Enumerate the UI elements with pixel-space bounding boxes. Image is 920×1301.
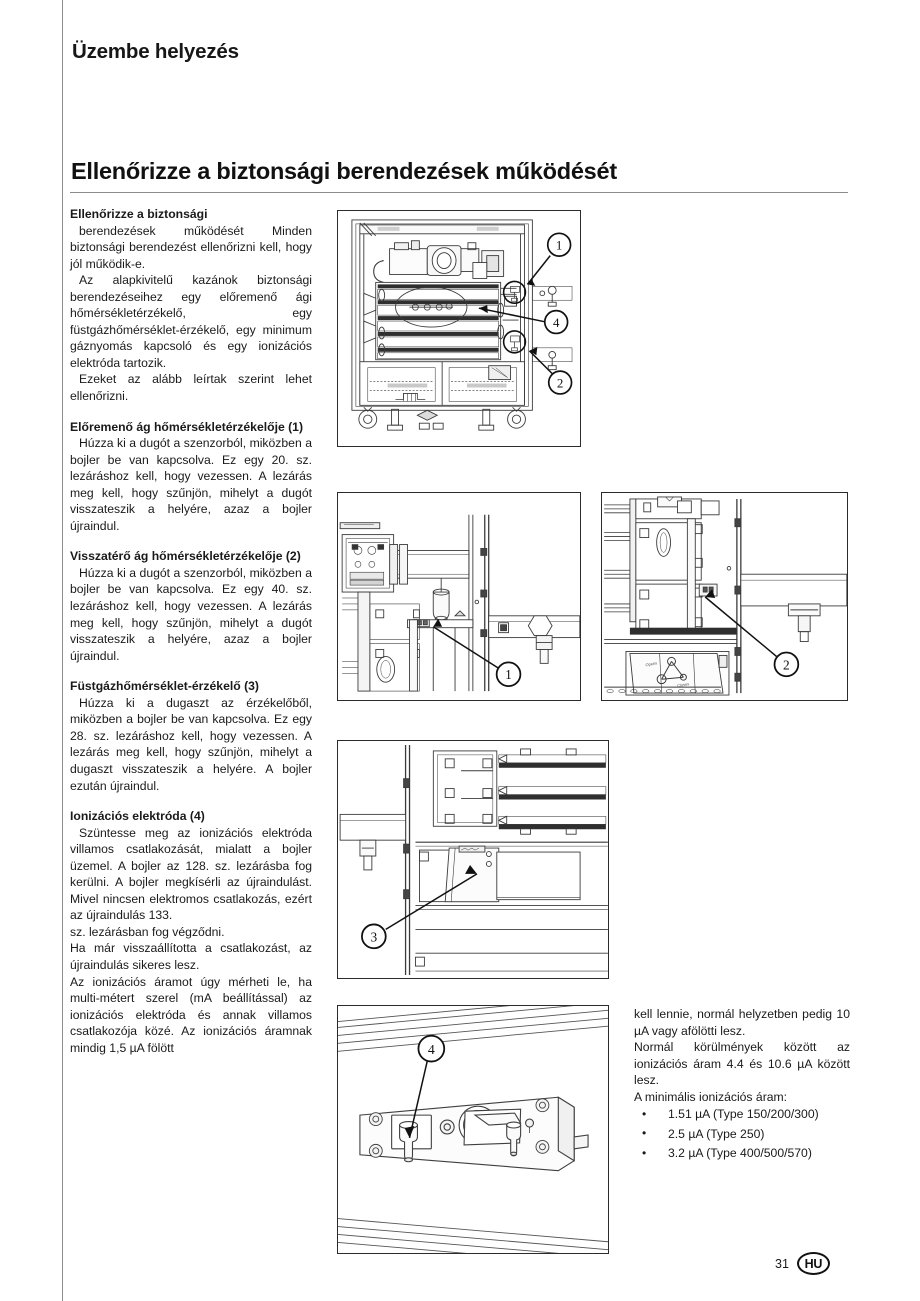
figure-return-temperature-sensor-detail: Opens Closes	[601, 492, 848, 701]
list-item: 2.5 µA (Type 250)	[634, 1124, 850, 1145]
figure-ionisation-electrode-detail: 4	[337, 1005, 609, 1254]
paragraph: Húzza ki a dugaszt az érzékelőből, miköz…	[70, 695, 312, 793]
svg-text:Opens: Opens	[645, 660, 657, 667]
figure-flue-gas-temperature-sensor-detail: 3	[337, 740, 609, 979]
callout-1: 1	[556, 239, 562, 253]
running-head: Üzembe helyezés	[72, 40, 239, 63]
paragraph: sz. lezárásban fog végződni.	[70, 924, 225, 939]
section-heading-return-sensor: Visszatérő ág hőmérsékletérzékelője (2)	[70, 549, 301, 564]
page-footer: 31 HU	[775, 1252, 830, 1275]
left-margin-rule	[62, 0, 64, 1301]
callout-4: 4	[428, 1043, 435, 1058]
callout-4: 4	[553, 316, 560, 330]
paragraph: Szüntesse meg az ionizációs elektróda vi…	[70, 825, 312, 923]
figure-flow-temperature-sensor-detail: 1	[337, 492, 581, 701]
right-text-column: kell lennie, normál helyzetben pedig 10 …	[634, 1006, 850, 1164]
page-title: Ellenőrizze a biztonsági berendezések mű…	[71, 158, 617, 184]
paragraph: Normál körülmények között az ionizációs …	[634, 1040, 850, 1088]
section-heading-flow-sensor: Előremenő ág hőmérsékletérzékelője (1)	[70, 419, 304, 434]
section-heading-ionisation: Ionizációs elektróda (4)	[70, 809, 205, 824]
list-item: 3.2 µA (Type 400/500/570)	[634, 1144, 850, 1164]
list-item: 1.51 µA (Type 150/200/300)	[634, 1105, 850, 1125]
paragraph: kell lennie, normál helyzetben pedig 10 …	[634, 1007, 850, 1038]
callout-2: 2	[783, 657, 790, 672]
section-heading-intro: Ellenőrizze a biztonsági	[70, 207, 208, 221]
ionisation-current-list: 1.51 µA (Type 150/200/300) 2.5 µA (Type …	[634, 1105, 850, 1164]
paragraph: berendezések működését Minden biztonsági…	[70, 223, 312, 271]
svg-text:Closes: Closes	[677, 681, 690, 688]
paragraph: Az ionizációs áramot úgy mérheti le, ha …	[70, 974, 312, 1055]
paragraph: Ezeket az alább leírtak szerint lehet el…	[70, 372, 312, 404]
paragraph: Húzza ki a dugót a szenzorból, miközben …	[70, 436, 312, 533]
language-badge: HU	[796, 1252, 830, 1275]
left-text-column: Ellenőrizze a biztonsági berendezések mű…	[70, 206, 312, 1056]
section-heading-flue-sensor: Füstgázhőmérséklet-érzékelő (3)	[70, 679, 259, 694]
callout-3: 3	[370, 929, 377, 944]
paragraph: Húzza ki a dugót a szenzorból, miközben …	[70, 565, 312, 663]
paragraph: A minimális ionizációs áram:	[634, 1089, 788, 1104]
title-divider	[70, 192, 848, 194]
page-number: 31	[775, 1256, 789, 1271]
paragraph: Az alapkivitelű kazánok biztonsági beren…	[70, 273, 312, 370]
paragraph: Ha már visszaállította a csatlakozást, a…	[70, 941, 312, 972]
callout-2: 2	[557, 376, 563, 390]
figure-boiler-front-overview: 1 4 2	[337, 210, 581, 447]
callout-1: 1	[505, 667, 512, 682]
